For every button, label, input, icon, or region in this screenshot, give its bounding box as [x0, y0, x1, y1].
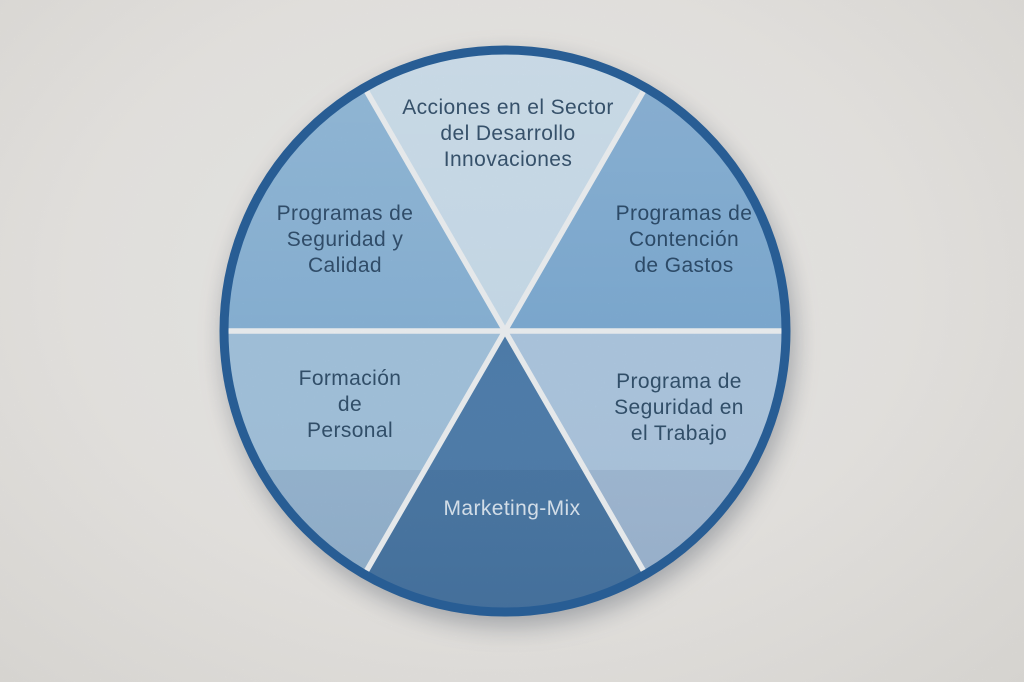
paper-grain-texture [0, 0, 1024, 682]
